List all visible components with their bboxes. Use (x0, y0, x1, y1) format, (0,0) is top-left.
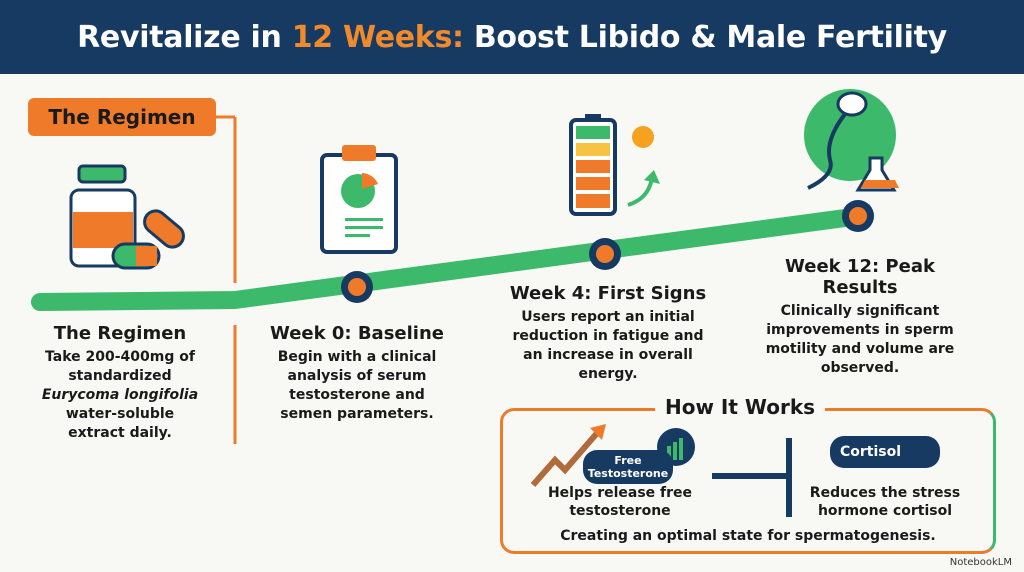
header: Revitalize in 12 Weeks: Boost Libido & M… (0, 0, 1024, 74)
summary-text: Creating an optimal state for spermatoge… (560, 528, 936, 544)
timeline-node-week4 (589, 238, 621, 270)
milestone-text: Users report an initial reduction in fat… (512, 309, 704, 382)
timeline-node-week12 (842, 200, 874, 232)
milestone-text: Clinically significant improvements in s… (765, 303, 955, 376)
milestone-title: Week 4: First Signs (509, 283, 707, 304)
how-it-works-title: How It Works (655, 395, 826, 419)
milestone-week4: Week 4: First Signs Users report an init… (508, 283, 708, 384)
milestone-week0: Week 0: Baseline Begin with a clinical a… (262, 323, 452, 424)
sperm-flask-icon (804, 89, 899, 192)
notebooklm-watermark: NotebookLM (949, 557, 1012, 568)
rising-arrow-icon (530, 424, 606, 487)
free-testosterone-badge: Free Testosterone (583, 450, 673, 484)
timeline-node-week0 (341, 271, 373, 303)
inhibition-symbol (712, 438, 792, 517)
milestone-title: Week 12: Peak Results (785, 256, 935, 298)
page-title: Revitalize in 12 Weeks: Boost Libido & M… (77, 19, 947, 55)
clipboard-chart-icon (320, 145, 398, 254)
milestone-text: Begin with a clinical analysis of serum … (277, 349, 437, 422)
right-mechanism-text: Reduces the stress hormone cortisol (809, 485, 961, 519)
pill-bottle-icon (69, 164, 185, 270)
milestone-week12: Week 12: Peak Results Clinically signifi… (760, 256, 960, 378)
milestone-title: Week 0: Baseline (269, 323, 444, 344)
regimen-tag: The Regimen (28, 98, 216, 136)
left-mechanism-text: Helps release free testosterone (547, 485, 693, 519)
battery-sun-icon (569, 114, 660, 216)
regimen-title: The Regimen (53, 323, 187, 344)
timeline-line (31, 207, 869, 311)
cortisol-badge: Cortisol (830, 436, 940, 468)
